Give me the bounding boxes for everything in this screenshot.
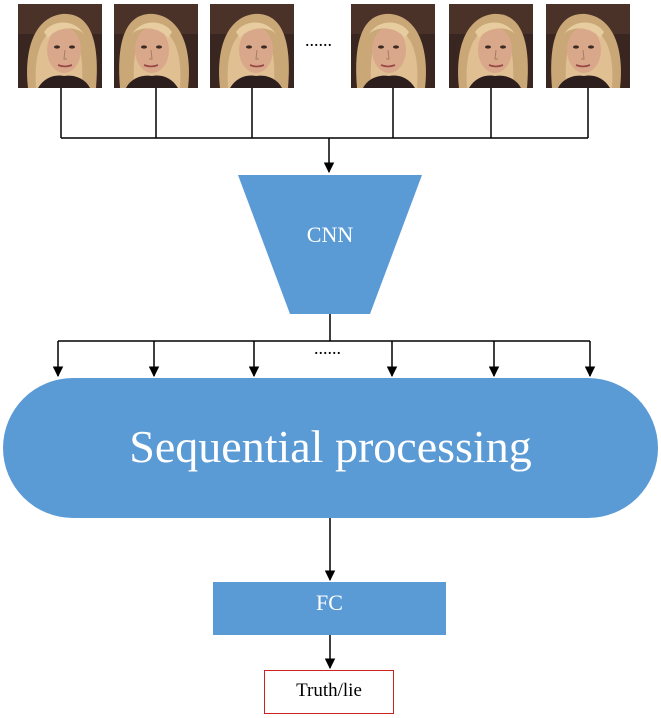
frames-ellipsis: ...... — [305, 30, 332, 50]
face-frame-2 — [114, 4, 198, 88]
arrows-ellipsis: ...... — [314, 338, 341, 358]
output-box: Truth/lie — [264, 670, 394, 714]
face-frame-4 — [351, 4, 435, 88]
cnn-label: CNN — [306, 222, 354, 247]
cnn-block — [238, 175, 422, 314]
sequential-processing-label: Sequential processing — [129, 421, 532, 472]
face-thumbnail — [18, 4, 102, 88]
sequential-processing-block — [3, 378, 658, 518]
fc-label: FC — [316, 590, 343, 615]
fc-block — [213, 582, 446, 635]
face-frame-3 — [210, 4, 294, 88]
cnn-fanout-connectors — [52, 314, 596, 378]
face-thumbnail — [449, 4, 533, 88]
frame-connectors — [60, 88, 589, 174]
output-label: Truth/lie — [296, 680, 362, 701]
face-frame-1 — [18, 4, 102, 88]
face-frame-5 — [449, 4, 533, 88]
face-frame-6 — [546, 4, 630, 88]
face-thumbnail — [546, 4, 630, 88]
face-thumbnail — [210, 4, 294, 88]
face-thumbnail — [114, 4, 198, 88]
face-thumbnail — [351, 4, 435, 88]
